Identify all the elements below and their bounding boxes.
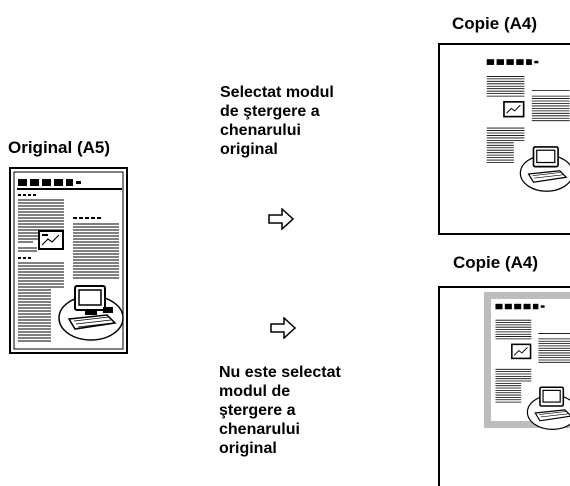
original-label: Original (A5) [8,138,111,157]
original-document [9,167,128,354]
copy-top-document [438,43,570,235]
option-not-selected-text: Nu este selectat modul de ştergere a che… [219,364,341,457]
document-thumbnail-icon [486,59,570,192]
right-arrow-icon [268,208,294,230]
computer-illustration-icon [58,285,124,341]
copy-top-label: Copie (A4) [452,14,537,33]
copy-bottom-document [438,286,570,486]
right-arrow-icon [270,317,296,339]
copy-bottom-label: Copie (A4) [453,253,538,272]
document-thumbnail-icon [13,171,124,350]
option-selected-text: Selectat modul de ştergere a chenarului … [220,84,334,158]
document-thumbnail-icon [484,292,570,430]
